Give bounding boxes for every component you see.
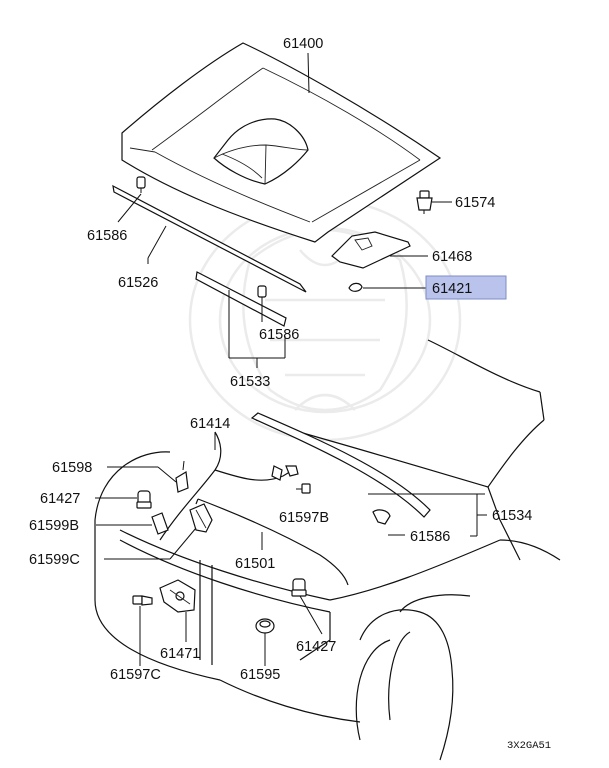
- label-61501[interactable]: 61501: [235, 556, 275, 572]
- label-61599C[interactable]: 61599C: [29, 552, 80, 568]
- cowl-weatherstrip-fastener-icon[interactable]: [372, 509, 391, 525]
- hood-insulator-part[interactable]: [331, 231, 411, 269]
- label-61533[interactable]: 61533: [230, 374, 270, 390]
- label-61534[interactable]: 61534: [492, 508, 532, 524]
- support-rod-grommet-right-icon[interactable]: [291, 578, 307, 597]
- grommet-icon[interactable]: [255, 618, 275, 634]
- hood-part[interactable]: [121, 42, 442, 243]
- weatherstrip-side-fastener-icon[interactable]: [257, 285, 267, 303]
- label-61599B[interactable]: 61599B: [29, 518, 79, 534]
- label-61597B[interactable]: 61597B: [279, 510, 329, 526]
- cable-clip-icon[interactable]: [175, 460, 189, 493]
- label-61421[interactable]: 61421: [432, 281, 472, 297]
- hood-latch-part[interactable]: [159, 579, 196, 613]
- support-rod-grommet-icon[interactable]: [136, 490, 152, 509]
- label-61471[interactable]: 61471: [160, 646, 200, 662]
- latch-release-cable-part[interactable]: [159, 431, 294, 541]
- hood-weatherstrip-side-part[interactable]: [195, 271, 287, 327]
- label-61427-right[interactable]: 61427: [296, 639, 336, 655]
- label-61427-left[interactable]: 61427: [40, 491, 80, 507]
- label-61586-side[interactable]: 61586: [259, 327, 299, 343]
- label-61468[interactable]: 61468: [432, 249, 472, 265]
- vehicle-body-outline: [94, 339, 561, 761]
- latch-bolt-icon[interactable]: [132, 595, 153, 606]
- label-61574[interactable]: 61574: [455, 195, 495, 211]
- clip-upper-icon[interactable]: [151, 512, 169, 535]
- label-61400[interactable]: 61400: [283, 36, 323, 52]
- watermark-emblem: [188, 198, 462, 442]
- cowl-weatherstrip-part[interactable]: [250, 412, 431, 518]
- clip-lower-icon[interactable]: [189, 503, 213, 533]
- hood-weatherstrip-front-part[interactable]: [112, 184, 307, 293]
- label-61595[interactable]: 61595: [240, 667, 280, 683]
- hood-bumper-icon[interactable]: [416, 190, 433, 214]
- label-61526[interactable]: 61526: [118, 275, 158, 291]
- label-61586-front[interactable]: 61586: [87, 228, 127, 244]
- label-61597C[interactable]: 61597C: [110, 667, 161, 683]
- label-61598[interactable]: 61598: [52, 460, 92, 476]
- label-61586-cowl[interactable]: 61586: [410, 529, 450, 545]
- diagram-code: 3X2GA51: [507, 740, 551, 752]
- weatherstrip-fastener-icon[interactable]: [136, 176, 146, 193]
- cable-bolt-icon[interactable]: [285, 465, 311, 494]
- hood-support-rod-part[interactable]: [195, 498, 349, 586]
- highlight-box: [425, 275, 507, 300]
- insulator-clip-icon[interactable]: [348, 282, 363, 292]
- label-61414[interactable]: 61414: [190, 416, 230, 432]
